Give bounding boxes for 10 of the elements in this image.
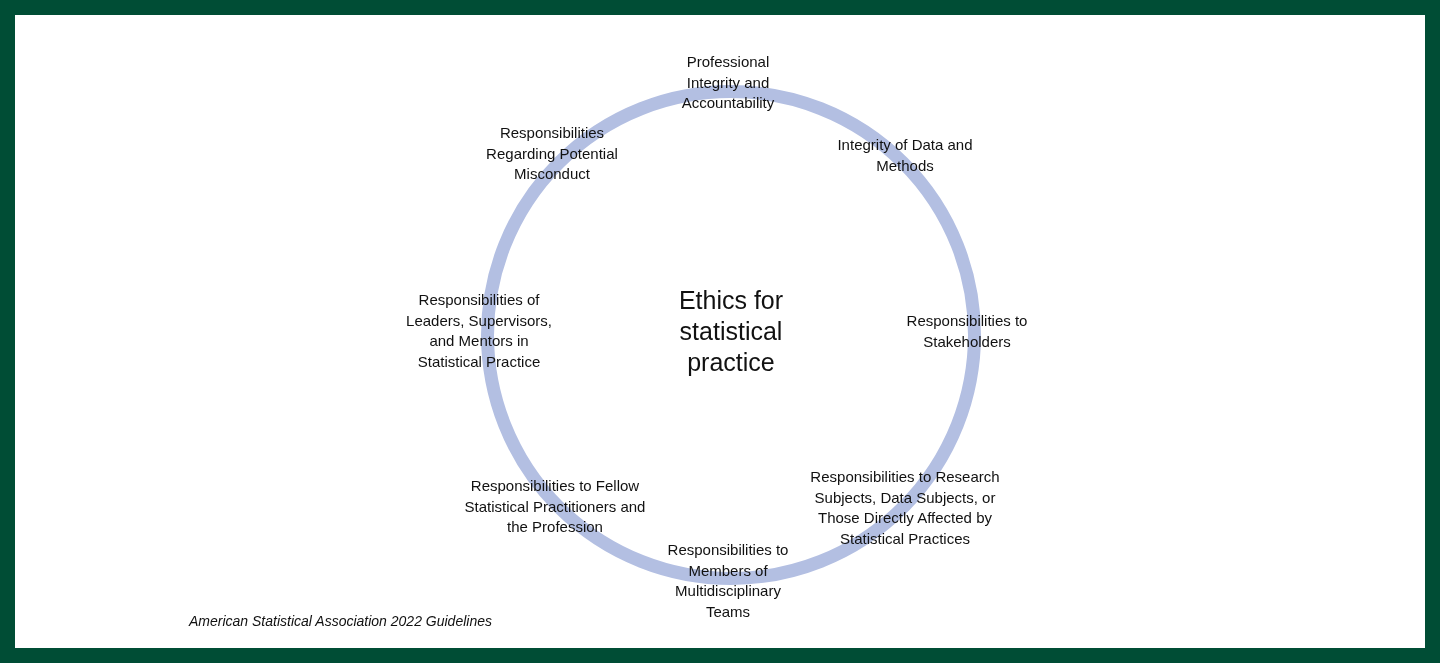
- section-label: Responsibilities of Leaders, Supervisors, and Mentors in Statistical Practice: [405, 290, 553, 372]
- section-label: Integrity of Data and Methods: [836, 135, 974, 176]
- center-title: Ethics for statistical practice: [677, 285, 785, 378]
- caption: American Statistical Association 2022 Guidelines: [189, 612, 492, 631]
- section-label: Responsibilities to Members of Multidisciplinary Teams: [666, 540, 790, 622]
- section-label: Responsibilities to Research Subjects, Data Subjects, or Those Directly Affected by Statistical Practices: [809, 467, 1001, 549]
- section-label: Responsibilities to Fellow Statistical Practitioners and the Profession: [463, 476, 647, 537]
- section-label: Responsibilities to Stakeholders: [905, 311, 1029, 352]
- section-label: Professional Integrity and Accountability: [680, 52, 776, 113]
- section-label: Responsibilities Regarding Potential Misconduct: [485, 123, 619, 184]
